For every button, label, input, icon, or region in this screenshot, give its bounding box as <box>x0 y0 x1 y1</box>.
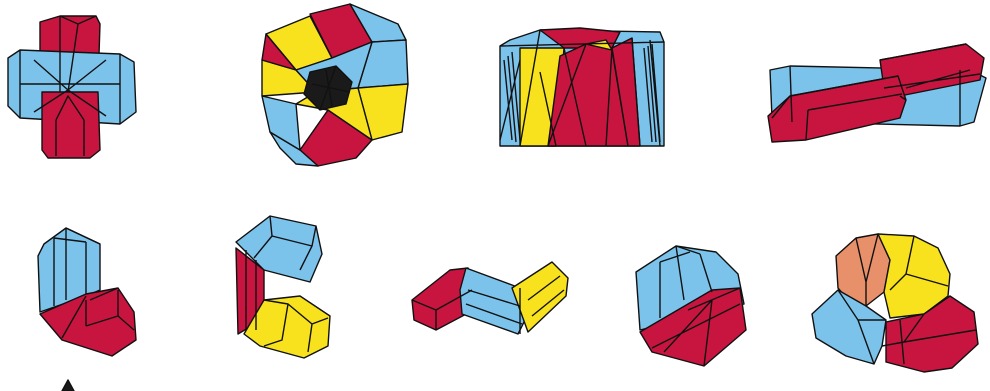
crystal-zigzag-trilling <box>412 262 568 334</box>
crystal-hexagonal-sixling <box>262 4 408 166</box>
crystal-face <box>812 290 886 364</box>
crystal-cross-twin <box>8 16 136 158</box>
crystal-knee-twin-blue-red <box>38 228 136 356</box>
crystal-penetration-prism-twin <box>768 44 986 142</box>
crystal-prism-block-twin <box>500 28 664 146</box>
stray-mark <box>62 380 74 391</box>
crystal-contact-twin-blue-red <box>636 246 746 366</box>
crystal-fourling-cluster <box>812 234 978 372</box>
crystal-knee-twin-blue-red-yellow <box>236 216 330 358</box>
